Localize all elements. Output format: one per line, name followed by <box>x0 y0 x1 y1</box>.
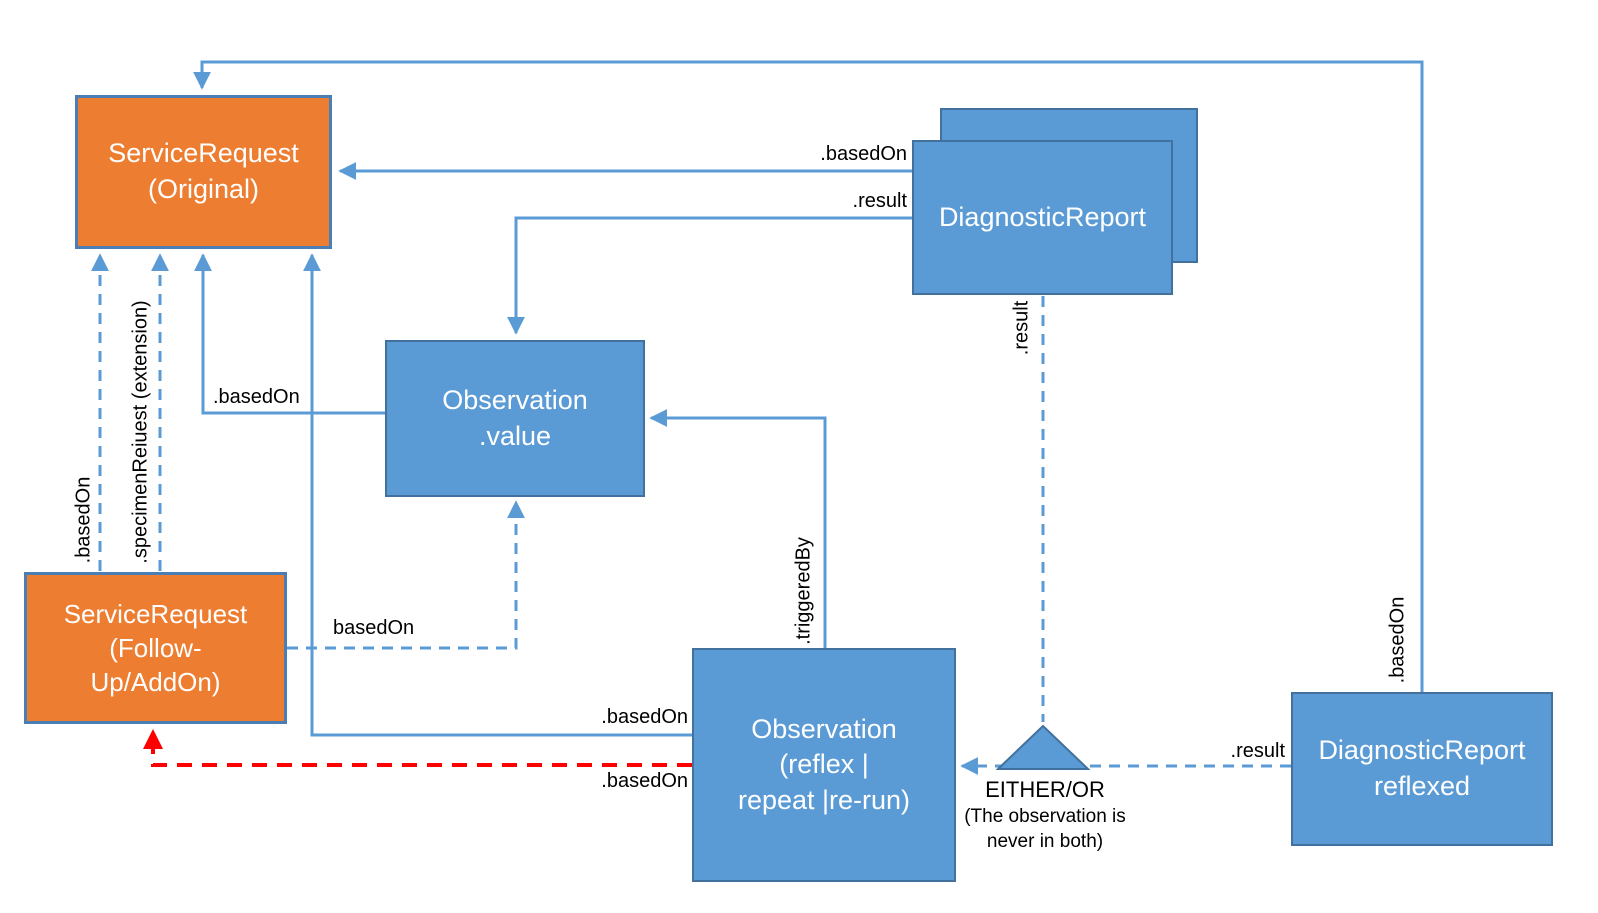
node-label: reflexed <box>1373 771 1471 801</box>
node-label: Observation <box>442 384 588 415</box>
either-or-annotation: EITHER/OR (The observation is never in b… <box>935 776 1155 854</box>
edge-label-reflexed-basedon: .basedOn <box>1386 596 1409 684</box>
node-label: (reflex | <box>779 749 869 780</box>
node-label: ServiceRequest <box>63 598 248 629</box>
edge-label-obsvalue-basedon: .basedOn <box>213 386 300 408</box>
either-or-title: EITHER/OR <box>985 777 1105 802</box>
edge-label-reflex-basedon-original: .basedOn <box>601 706 688 728</box>
node-diagnostic-report: DiagnosticReport <box>912 140 1173 295</box>
edge-label-dr-result: .result <box>852 190 907 212</box>
node-label: DiagnosticReport <box>938 201 1147 232</box>
edge-label-followup-basedon-obsvalue: basedOn <box>333 617 415 639</box>
edge-reflex-triggeredby-obsvalue <box>649 409 827 648</box>
edge-label-dr-result-vertical: .result <box>1010 300 1033 356</box>
node-label: Up/AddOn) <box>90 667 221 698</box>
edge-label-reflex-basedon-followup: .basedOn <box>601 770 688 792</box>
node-service-request-followup: ServiceRequest (Follow- Up/AddOn) <box>24 572 287 724</box>
edge-label-reflexed-result: .result <box>1230 740 1285 762</box>
node-label: (Original) <box>147 174 260 204</box>
node-label: .value <box>478 420 552 451</box>
node-service-request-original: ServiceRequest (Original) <box>75 95 332 249</box>
edge-reflex-basedon-followup <box>143 729 692 767</box>
edge-label-dr-basedon: .basedOn <box>820 143 907 165</box>
node-label: ServiceRequest <box>108 138 299 169</box>
edge-obsvalue-basedon-original <box>194 253 385 415</box>
edge-label-followup-specimen: .specimenReiuest (extension) <box>129 300 152 564</box>
node-label: DiagnosticReport <box>1318 735 1526 766</box>
either-or-triangle <box>995 724 1091 770</box>
node-observation-value: Observation .value <box>385 340 645 497</box>
either-or-note-line2: never in both) <box>986 830 1104 852</box>
node-label: repeat |re-run) <box>737 784 911 815</box>
node-observation-reflex: Observation (reflex | repeat |re-run) <box>692 648 956 882</box>
edge-followup-basedon-obsvalue <box>287 500 525 650</box>
edge-reflex-basedon-original <box>303 253 692 737</box>
edge-label-triggeredby: .triggeredBy <box>792 537 815 645</box>
either-or-note-line1: (The observation is <box>964 805 1126 827</box>
node-label: (Follow- <box>109 632 202 663</box>
edge-reflexed-basedon-original <box>193 60 1424 692</box>
node-label: Observation <box>751 713 897 744</box>
edge-label-followup-basedon: .basedOn <box>72 476 95 564</box>
node-diagnostic-report-reflexed: DiagnosticReport reflexed <box>1291 692 1553 846</box>
edge-dr-result-obsvalue <box>507 216 912 335</box>
